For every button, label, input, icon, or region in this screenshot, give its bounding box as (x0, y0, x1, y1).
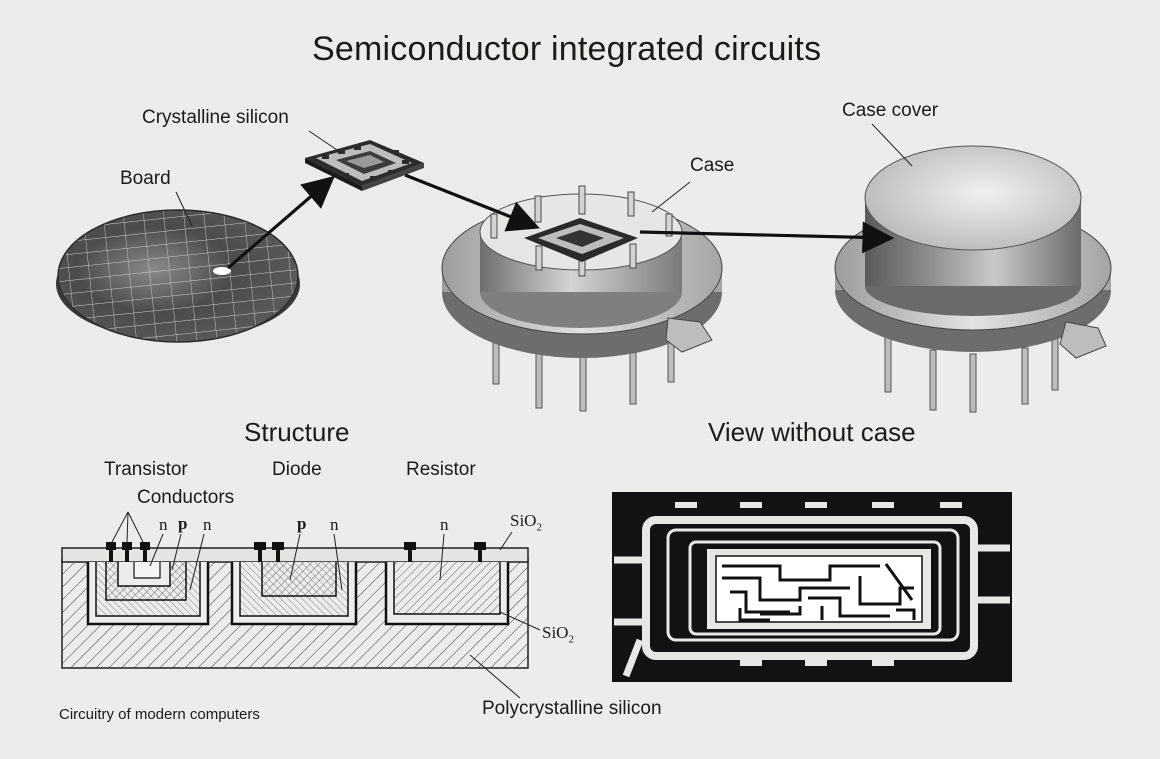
label-n-transistor-2: n (203, 515, 212, 534)
covered-case (834, 145, 1112, 413)
structure-cross-section (61, 511, 541, 699)
label-sio2-top-subscript: 2 (536, 521, 542, 534)
label-n-diode: n (330, 515, 339, 534)
label-conductors: Conductors (137, 487, 235, 508)
caption: Circuitry of modern computers (59, 706, 260, 723)
label-p-diode: p (297, 514, 307, 533)
label-n-resistor: n (440, 515, 449, 534)
process-arrows (226, 173, 895, 270)
label-case-cover: Case cover (842, 100, 939, 121)
label-p-transistor: p (178, 514, 188, 533)
label-crystalline-silicon: Crystalline silicon (142, 107, 289, 128)
label-sio2-top: SiO2 (510, 511, 542, 534)
open-case (441, 185, 723, 412)
label-resistor: Resistor (406, 459, 476, 480)
silicon-chip (305, 140, 424, 191)
label-n-transistor-1: n (159, 515, 168, 534)
top-leader-lines (175, 123, 913, 227)
label-sio2-middle-subscript: 2 (568, 633, 574, 646)
section-view-without-case: View without case (708, 417, 916, 447)
label-sio2-middle: SiO2 (542, 623, 574, 646)
label-board: Board (120, 168, 171, 189)
label-transistor: Transistor (104, 459, 188, 480)
wafer-board (56, 209, 300, 343)
chip-layout-view (612, 492, 1012, 682)
label-case: Case (690, 155, 735, 176)
label-polycrystalline-silicon: Polycrystalline silicon (482, 698, 662, 719)
page-title: Semiconductor integrated circuits (312, 30, 822, 68)
section-structure: Structure (244, 417, 350, 447)
label-diode: Diode (272, 459, 322, 480)
